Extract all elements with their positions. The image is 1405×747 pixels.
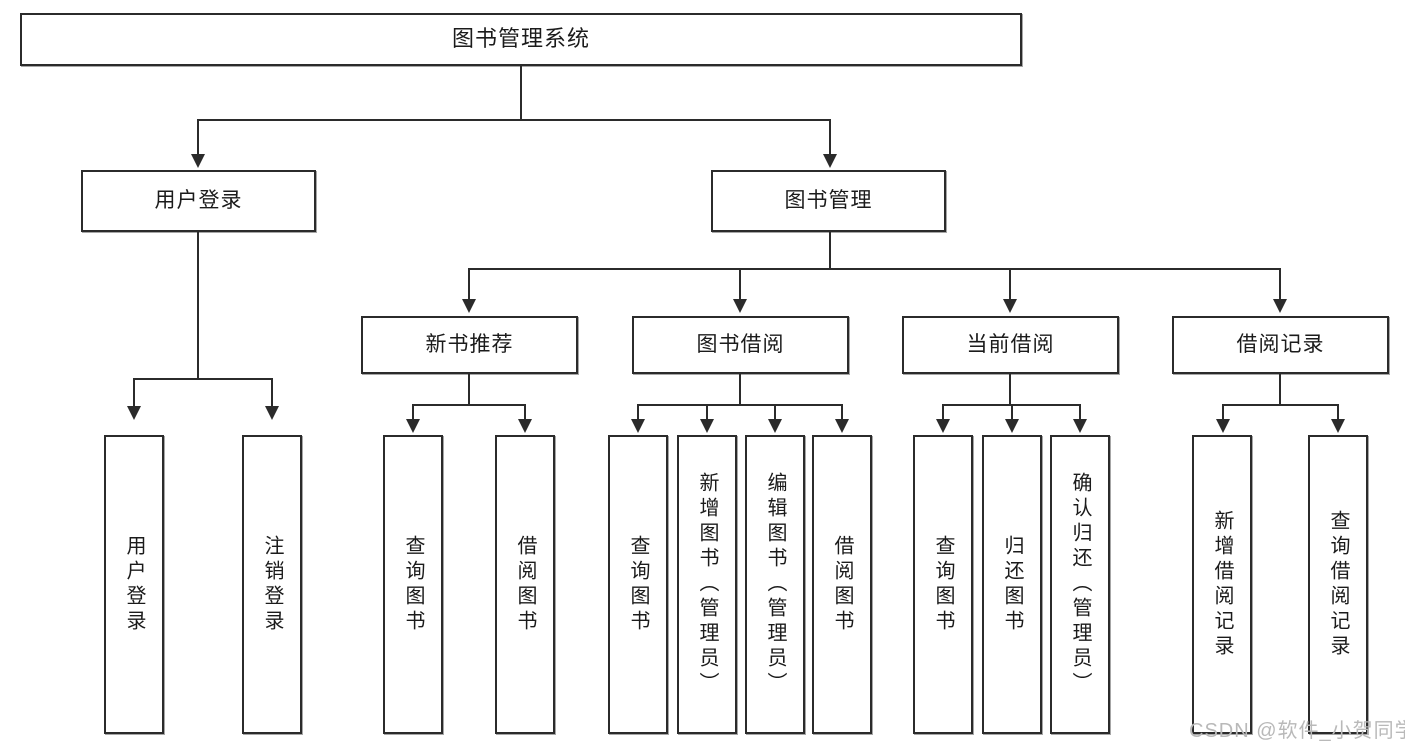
node-label: 查询图书 — [932, 534, 954, 635]
connector-root-to-user-login — [197, 119, 199, 155]
connector-to-borrow-book — [739, 268, 741, 300]
connector-borrow-book-drop-3 — [774, 404, 776, 420]
connector-to-current-borrow — [1009, 268, 1011, 300]
node-book-borrowing[interactable]: 图书借阅 — [632, 316, 849, 374]
connector-borrow-record-stem — [1279, 374, 1281, 406]
connector-new-book-bus — [412, 404, 526, 406]
node-current-borrowing[interactable]: 当前借阅 — [902, 316, 1119, 374]
connector-user-login-stem — [197, 232, 199, 380]
connector-to-new-book — [468, 268, 470, 300]
connector-borrow-book-drop-2 — [706, 404, 708, 420]
node-label: 借阅图书 — [514, 534, 536, 635]
arrowhead-query-book-cb — [936, 419, 950, 433]
leaf-confirm-return-admin[interactable]: 确认归还（管理员） — [1050, 435, 1110, 734]
leaf-logout-login[interactable]: 注销登录 — [242, 435, 302, 734]
node-label: 借阅记录 — [1236, 333, 1325, 357]
arrowhead-query-book-nb — [406, 419, 420, 433]
node-label: 查询图书 — [627, 534, 649, 635]
arrowhead-new-book — [462, 299, 476, 313]
connector-root-stem — [520, 66, 522, 119]
connector-level3-bus — [468, 268, 1280, 270]
connector-borrow-book-stem — [739, 374, 741, 406]
node-label: 注销登录 — [261, 534, 283, 635]
node-root-book-management-system[interactable]: 图书管理系统 — [20, 13, 1022, 66]
node-label: 编辑图书（管理员） — [764, 472, 786, 697]
arrowhead-leaf-logout-login — [265, 406, 279, 420]
leaf-query-borrow-record[interactable]: 查询借阅记录 — [1308, 435, 1368, 734]
node-new-book-recommendation[interactable]: 新书推荐 — [361, 316, 578, 374]
node-label: 归还图书 — [1001, 534, 1023, 635]
node-label: 新增图书（管理员） — [696, 472, 718, 697]
connector-current-borrow-stem — [1009, 374, 1011, 406]
connector-new-book-drop-2 — [524, 404, 526, 420]
connector-to-borrow-record — [1279, 268, 1281, 300]
arrowhead-borrow-book-nb — [518, 419, 532, 433]
leaf-user-login[interactable]: 用户登录 — [104, 435, 164, 734]
connector-borrow-book-drop-1 — [637, 404, 639, 420]
connector-user-login-bus — [133, 378, 271, 380]
arrowhead-borrow-record — [1273, 299, 1287, 313]
connector-borrow-record-bus — [1222, 404, 1339, 406]
leaf-edit-book-admin[interactable]: 编辑图书（管理员） — [745, 435, 805, 734]
leaf-query-book-current[interactable]: 查询图书 — [913, 435, 973, 734]
connector-root-bus — [197, 119, 831, 121]
node-label: 图书管理 — [784, 189, 873, 213]
node-label: 借阅图书 — [831, 534, 853, 635]
node-label: 当前借阅 — [966, 333, 1055, 357]
arrowhead-query-book-bb — [631, 419, 645, 433]
arrowhead-user-login — [191, 154, 205, 168]
arrowhead-borrow-book-bb — [835, 419, 849, 433]
connector-borrow-book-bus — [637, 404, 843, 406]
node-label: 图书借阅 — [696, 333, 785, 357]
connector-user-login-drop-2 — [271, 378, 273, 407]
node-label: 确认归还（管理员） — [1069, 472, 1091, 697]
leaf-return-book[interactable]: 归还图书 — [982, 435, 1042, 734]
connector-new-book-drop-1 — [412, 404, 414, 420]
leaf-add-borrow-record[interactable]: 新增借阅记录 — [1192, 435, 1252, 734]
node-label: 图书管理系统 — [451, 26, 590, 52]
arrowhead-confirm-return-cb — [1073, 419, 1087, 433]
arrowhead-borrow-book — [733, 299, 747, 313]
node-label: 新增借阅记录 — [1211, 509, 1233, 660]
connector-borrow-book-drop-4 — [841, 404, 843, 420]
connector-user-login-drop-1 — [133, 378, 135, 407]
leaf-add-book-admin[interactable]: 新增图书（管理员） — [677, 435, 737, 734]
connector-borrow-record-drop-2 — [1337, 404, 1339, 420]
arrowhead-add-book-bb — [700, 419, 714, 433]
leaf-query-book-borrow[interactable]: 查询图书 — [608, 435, 668, 734]
arrowhead-book-management — [823, 154, 837, 168]
connector-current-borrow-drop-2 — [1011, 404, 1013, 420]
node-label: 用户登录 — [154, 189, 243, 213]
connector-root-to-book-management — [829, 119, 831, 155]
arrowhead-query-record-br — [1331, 419, 1345, 433]
connector-book-management-stem — [829, 232, 831, 270]
node-label: 查询借阅记录 — [1327, 509, 1349, 660]
connector-new-book-stem — [468, 374, 470, 406]
arrowhead-add-record-br — [1216, 419, 1230, 433]
arrowhead-leaf-user-login — [127, 406, 141, 420]
connector-current-borrow-drop-3 — [1079, 404, 1081, 420]
node-label: 新书推荐 — [425, 333, 514, 357]
node-borrowing-record[interactable]: 借阅记录 — [1172, 316, 1389, 374]
arrowhead-return-book-cb — [1005, 419, 1019, 433]
node-label: 查询图书 — [402, 534, 424, 635]
leaf-borrow-book-new[interactable]: 借阅图书 — [495, 435, 555, 734]
connector-borrow-record-drop-1 — [1222, 404, 1224, 420]
arrowhead-edit-book-bb — [768, 419, 782, 433]
arrowhead-current-borrow — [1003, 299, 1017, 313]
node-label: 用户登录 — [123, 534, 145, 635]
leaf-borrow-book[interactable]: 借阅图书 — [812, 435, 872, 734]
node-user-login[interactable]: 用户登录 — [81, 170, 316, 232]
connector-current-borrow-drop-1 — [942, 404, 944, 420]
node-book-management[interactable]: 图书管理 — [711, 170, 946, 232]
leaf-query-book-new[interactable]: 查询图书 — [383, 435, 443, 734]
